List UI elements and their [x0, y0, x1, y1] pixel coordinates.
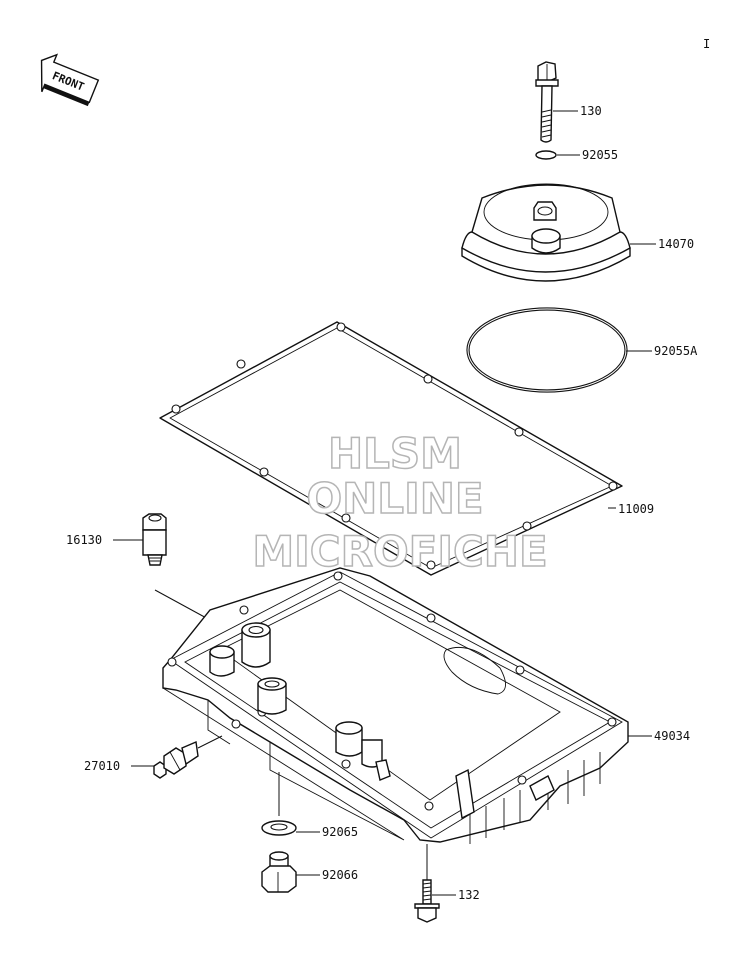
part-label-92066: 92066 — [322, 868, 358, 882]
part-label-27010: 27010 — [84, 759, 120, 773]
part-label-130: 130 — [580, 104, 602, 118]
oil-pan-part — [162, 567, 629, 844]
part-label-14070: 14070 — [658, 237, 694, 251]
part-label-11009: 11009 — [618, 502, 654, 516]
part-label-92055A: 92055A — [654, 344, 698, 358]
watermark-line3: MICROFICHE — [252, 527, 547, 576]
part-label-92055: 92055 — [582, 148, 618, 162]
fitting-part — [142, 513, 167, 566]
part-label-49034: 49034 — [654, 729, 690, 743]
drain-plug-part — [261, 851, 297, 893]
oring-large-part — [466, 307, 628, 393]
cover-part — [461, 183, 631, 282]
small-bolt-part — [414, 879, 440, 923]
oring-small-part — [535, 150, 557, 160]
bolt-part — [535, 61, 559, 143]
part-label-16130: 16130 — [66, 533, 102, 547]
washer-part — [261, 820, 297, 836]
gasket-part — [159, 321, 623, 576]
front-arrow-icon: FRONT — [40, 53, 100, 107]
watermark: HLSM ONLINE MICROFICHE — [252, 428, 549, 577]
part-label-92065: 92065 — [322, 825, 358, 839]
watermark-line2: ONLINE — [306, 474, 483, 523]
watermark-line1: HLSM — [328, 429, 462, 478]
switch-part — [153, 740, 199, 779]
page-marker: I — [703, 37, 710, 51]
part-label-132: 132 — [458, 888, 480, 902]
